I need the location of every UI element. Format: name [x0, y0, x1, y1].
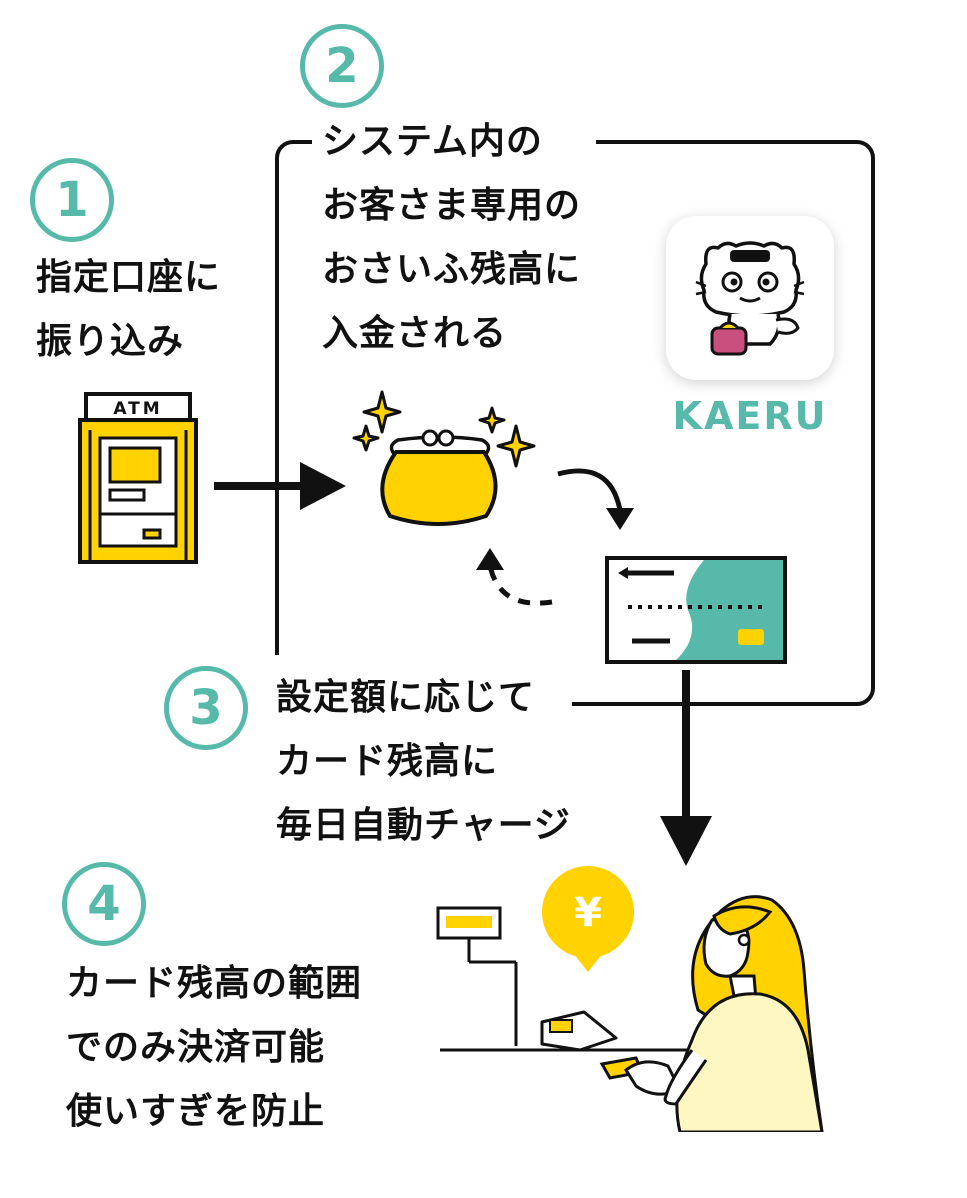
frog-mascot-icon — [695, 241, 805, 356]
arrow-right-icon — [214, 462, 346, 510]
step-2-number: 2 — [300, 24, 384, 108]
atm-icon: ATM — [78, 392, 198, 564]
card-icon — [605, 556, 787, 664]
step-3-number: 3 — [164, 666, 248, 750]
charge-cycle-arrows-icon — [476, 468, 634, 606]
step-3-text: 設定額に応じて カード残高に 毎日自動チャージ — [276, 677, 571, 846]
step-1-text: 指定口座に 振り込み — [36, 257, 222, 362]
payment-scene-illustration: ¥ — [436, 866, 824, 1132]
app-name: KAERU — [672, 394, 828, 438]
kaeru-app-icon — [666, 216, 834, 380]
purse-icon — [352, 390, 536, 526]
step-4-number: 4 — [62, 862, 146, 946]
step-4-text: カード残高の範囲 でのみ決済可能 使いすぎを防止 — [66, 963, 363, 1132]
arrow-down-icon — [660, 670, 712, 866]
step-1-number: 1 — [30, 158, 114, 242]
svg-text:ATM: ATM — [113, 399, 162, 419]
yen-icon: ¥ — [574, 890, 602, 936]
step-2-text: システム内の お客さま専用の おさいふ残高に 入金される — [322, 121, 582, 354]
